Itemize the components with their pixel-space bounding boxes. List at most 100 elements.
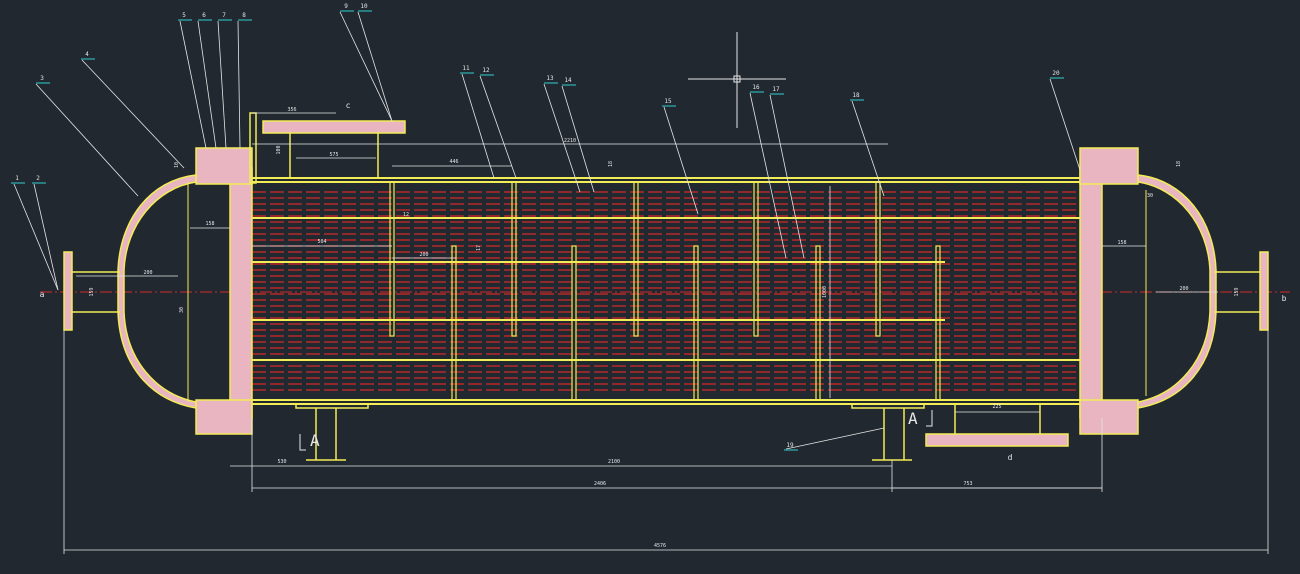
top-flange-right-text: 18 [1176, 161, 1182, 167]
port-labels: a b c d [40, 101, 1287, 462]
section-mark-right: A [908, 409, 918, 428]
leader-line [13, 183, 59, 291]
baffle [935, 245, 941, 401]
right-tubesheet [1079, 147, 1139, 435]
leader-line [749, 92, 787, 259]
nozzle-c [249, 112, 406, 184]
leader-lines [11, 10, 1081, 451]
leader-line [461, 73, 495, 179]
baffle-gap-b-text: 12 [403, 212, 409, 218]
head-depth-right-text: 158 [1117, 240, 1126, 246]
leader-line [197, 20, 217, 149]
part-label: 5 [182, 12, 186, 19]
baffles [389, 181, 941, 401]
leader-line [217, 20, 227, 149]
baffle [389, 181, 395, 337]
part-label: 19 [786, 442, 794, 449]
baffle-pitch-text: 446 [449, 159, 458, 165]
part-label: 9 [344, 3, 348, 10]
crosshair-cursor [688, 32, 786, 128]
section-marks: A A [299, 409, 933, 451]
part-label: 4 [85, 51, 89, 58]
overall-length-text: 4576 [654, 543, 666, 549]
port-d-label: d [1008, 453, 1013, 462]
leader-line [785, 427, 885, 450]
baffle [875, 181, 881, 337]
baffle [815, 245, 821, 401]
nozzle-c-offset-text: 356 [287, 107, 296, 113]
baffle [511, 181, 517, 337]
part-label: 18 [852, 92, 860, 99]
right-nozzle-len-text: 200 [1179, 286, 1188, 292]
left-tubesheet [195, 147, 253, 435]
right-head [1137, 174, 1217, 409]
port-b-label: b [1282, 294, 1287, 303]
support-span-text: 2100 [608, 459, 620, 465]
leader-line [543, 83, 581, 193]
tie-rods [252, 217, 1080, 361]
port-c-label: c [346, 101, 351, 110]
baffle-gap-c-text: 17 [476, 245, 482, 251]
leader-line [357, 11, 393, 122]
nozzle-b [1214, 251, 1269, 331]
part-label: 1 [15, 175, 19, 182]
port-a-label: a [40, 290, 45, 299]
leader-line [81, 59, 185, 169]
right-cover-text: 30 [1147, 193, 1153, 199]
part-label: 6 [202, 12, 206, 19]
part-label: 20 [1052, 70, 1060, 77]
baffle [753, 181, 759, 337]
leader-line [1049, 78, 1081, 171]
leader-line [851, 100, 885, 197]
top-flange-left-text: 10 [174, 162, 180, 168]
shell [230, 177, 1088, 405]
leader-line [479, 75, 517, 179]
baffle [693, 245, 699, 401]
leader-line [33, 183, 59, 291]
part-label: 10 [360, 3, 368, 10]
part-label: 12 [482, 67, 490, 74]
part-label: 13 [546, 75, 554, 82]
part-label: 2 [36, 175, 40, 182]
part-label: 16 [752, 84, 760, 91]
baffle [571, 245, 577, 401]
left-head [117, 174, 197, 409]
support-left [295, 403, 369, 461]
baffle [633, 181, 639, 337]
right-nozzle-dia-text: 159 [1234, 287, 1240, 296]
leader-line [769, 94, 805, 259]
right-nozzle-offset-text: 753 [963, 481, 972, 487]
left-nozzle-dia-text: 159 [89, 287, 95, 296]
leader-line [35, 83, 139, 197]
left-nozzle-len-text: 200 [143, 270, 152, 276]
shell-inner-text: 2210 [564, 138, 576, 144]
left-cover-text: 30 [179, 307, 185, 313]
part-label: 11 [462, 65, 470, 72]
part-label: 14 [564, 77, 572, 84]
dimension-lines [63, 112, 1269, 554]
leader-line [237, 20, 241, 149]
dimension-texts: 4576 2406 2100 753 530 446 356 575 2210 … [89, 107, 1240, 549]
part-label: 17 [772, 86, 780, 93]
leader-line [339, 11, 393, 122]
leader-line [179, 20, 207, 149]
baffle-gap-a-text: 18 [608, 161, 614, 167]
tube-row-step-text: 200 [419, 252, 428, 258]
leader-line [663, 106, 699, 215]
part-label: 8 [242, 12, 246, 19]
tube-length-text: 2406 [594, 481, 606, 487]
leader-line [561, 85, 595, 193]
baffle [451, 245, 457, 401]
nozzle-c-width-text: 575 [329, 152, 338, 158]
part-label: 15 [664, 98, 672, 105]
left-support-offset-text: 530 [277, 459, 286, 465]
head-depth-left-text: 158 [205, 221, 214, 227]
nozzle-c-height-text: 100 [276, 145, 282, 154]
part-label: 7 [222, 12, 226, 19]
shell-diameter-text: 1000 [822, 286, 828, 298]
tube-row-left-text: 504 [317, 239, 326, 245]
section-mark-left: A [310, 431, 320, 450]
nozzle-d [925, 404, 1069, 447]
